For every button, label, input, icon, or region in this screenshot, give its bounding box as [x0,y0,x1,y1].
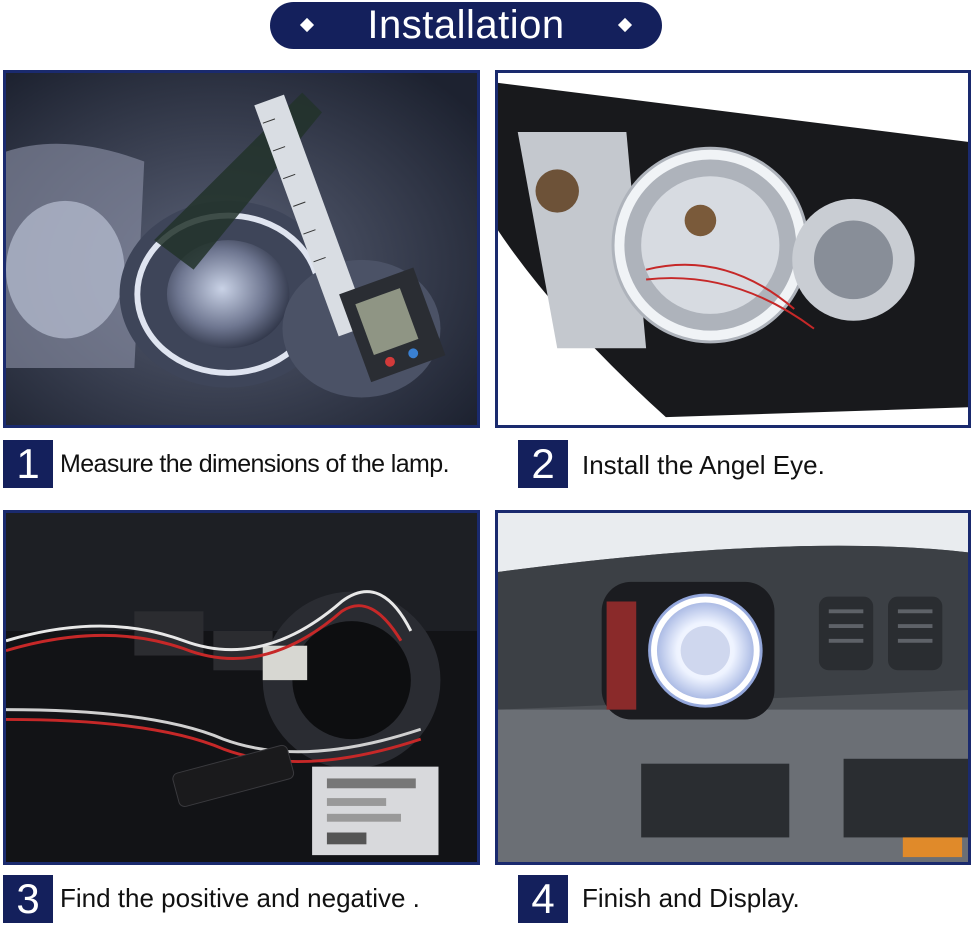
step-1-number: 1 [3,440,53,488]
step-2-number: 2 [518,440,568,488]
step-3-number: 3 [3,875,53,923]
photo-finish-display [495,510,971,865]
photo-install-angel-eye [495,70,971,428]
step-4-number: 4 [518,875,568,923]
photo-measure-lamp [3,70,480,428]
step-3-text: Find the positive and negative . [60,883,420,913]
diamond-icon [617,17,633,33]
diamond-icon [299,17,315,33]
photo-wiring [3,510,480,865]
step-2-text: Install the Angel Eye. [582,450,825,480]
title-banner: Installation [270,2,662,49]
step-4-text: Finish and Display. [582,883,800,913]
step-1-text: Measure the dimensions of the lamp. [60,450,450,478]
page-title: Installation [367,3,565,47]
